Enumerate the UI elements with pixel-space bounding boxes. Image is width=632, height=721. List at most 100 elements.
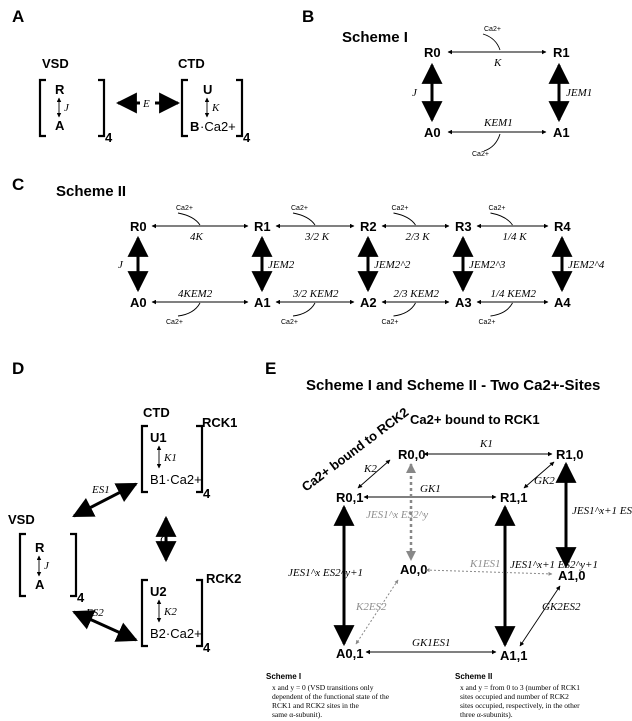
k1es1-arrow — [425, 568, 553, 576]
rck1-label: RCK1 — [202, 415, 237, 430]
ca-release-curve-3 — [490, 302, 513, 317]
state-b1: B1·Ca2+ — [150, 472, 202, 487]
note-scheme-1-heading: Scheme I — [266, 672, 301, 681]
ca-top-3: Ca2+ — [489, 205, 506, 212]
scheme-2-diagram: R0A0JR1A1JEM2R2A2JEM2^2R3A3JEM2^3R4A4JEM… — [118, 205, 605, 326]
state-r1: R1 — [254, 219, 271, 234]
state-r10: R1,0 — [556, 447, 583, 462]
state-r: R — [35, 540, 45, 555]
panel-b-letter: B — [302, 7, 314, 26]
ca-bind-curve-2 — [393, 212, 416, 226]
state-r2: R2 — [360, 219, 377, 234]
k2-arrow — [357, 459, 391, 489]
k-label: K — [493, 57, 502, 69]
j-label: J — [412, 87, 418, 99]
j-label: J — [44, 560, 50, 572]
rck2-bracket — [140, 578, 204, 648]
gk2-arrow — [523, 461, 555, 489]
k1-label: K1 — [479, 438, 493, 450]
state-a00: A0,0 — [400, 562, 427, 577]
j-right-label: JES1^x+1 ES2^y — [572, 505, 632, 517]
vertical-label-2: JEM2^2 — [374, 259, 411, 271]
vertical-label-4: JEM2^4 — [568, 259, 605, 271]
panel-c: C Scheme II R0A0JR1A1JEM2R2A2JEM2^2R3A3J… — [12, 175, 605, 326]
note-scheme-1-line: RCK1 and RCK2 sites in the — [272, 701, 360, 710]
ca-bottom-0: Ca2+ — [166, 319, 183, 326]
gk2-label: GK2 — [534, 475, 555, 487]
vsd-bracket — [38, 78, 106, 138]
state-r0: R0 — [130, 219, 147, 234]
panel-e-letter: E — [265, 359, 276, 378]
state-a: A — [35, 577, 45, 592]
state-r0: R0 — [424, 45, 441, 60]
ca-release-curve-0 — [177, 302, 201, 317]
ca-release-curve — [483, 133, 501, 152]
panel-e-title: Scheme I and Scheme II - Two Ca2+-Sites — [306, 377, 600, 394]
k-label: K — [211, 102, 220, 114]
rck2-sub4: 4 — [203, 640, 211, 655]
j-front-label: JES1^x+1 ES2^y+1 — [510, 559, 598, 571]
gk1es1-label: GK1ES1 — [412, 637, 451, 649]
state-b: B — [190, 119, 199, 134]
ca-label-bottom: Ca2+ — [472, 151, 489, 158]
k2es2-arrow — [355, 579, 399, 645]
ca-bottom-1: Ca2+ — [281, 319, 298, 326]
ca-bottom-2: Ca2+ — [382, 319, 399, 326]
vsd-label: VSD — [42, 56, 69, 71]
state-a10: A1,0 — [558, 568, 585, 583]
scheme-2-title: Scheme II — [56, 183, 126, 200]
vertical-label-1: JEM2 — [268, 259, 295, 271]
note-scheme-1-line: dependent of the functional state of the — [272, 692, 390, 701]
g-label: G — [160, 534, 168, 546]
e-label: E — [142, 98, 150, 110]
bottom-label-1: 3/2 KEM2 — [292, 288, 339, 300]
ctd-sub4: 4 — [243, 130, 251, 145]
j-back-label: JES1^x ES2^y — [366, 509, 428, 521]
state-r01: R0,1 — [336, 490, 363, 505]
top-label-2: 2/3 K — [406, 231, 431, 243]
state-r1: R1 — [553, 45, 570, 60]
state-a0: A0 — [424, 125, 441, 140]
gk2es2-arrow — [519, 585, 561, 647]
state-u2: U2 — [150, 584, 167, 599]
scheme-1-title: Scheme I — [342, 29, 408, 46]
vsd-sub4: 4 — [105, 130, 113, 145]
vsd-label: VSD — [8, 512, 35, 527]
bottom-label-3: 1/4 KEM2 — [491, 288, 537, 300]
ca-top-0: Ca2+ — [176, 205, 193, 212]
ca-label: Ca2+ — [484, 26, 501, 33]
es2-arrow — [72, 610, 138, 642]
k2-label: K2 — [363, 463, 377, 475]
state-r11: R1,1 — [500, 490, 527, 505]
note-scheme-2-line: x and y = from 0 to 3 (number of RCK1 — [460, 683, 580, 692]
state-b2: B2·Ca2+ — [150, 626, 202, 641]
note-scheme-2-line: sites occupied, respectively, in the oth… — [460, 701, 580, 710]
state-u1: U1 — [150, 430, 167, 445]
rck1-sub4: 4 — [203, 486, 211, 501]
state-a2: A2 — [360, 295, 377, 310]
bottom-label-2: 2/3 KEM2 — [394, 288, 440, 300]
ctd-bracket — [180, 78, 244, 138]
state-r00: R0,0 — [398, 447, 425, 462]
bottom-label-0: 4KEM2 — [178, 288, 213, 300]
state-a1: A1 — [254, 295, 271, 310]
panel-c-letter: C — [12, 175, 24, 194]
ca-rck2-label: Ca2+ bound to RCK2 — [299, 404, 412, 494]
gk2es2-label: GK2ES2 — [542, 601, 581, 613]
note-scheme-1-line: x and y = 0 (VSD transitions only — [272, 683, 374, 692]
state-a4: A4 — [554, 295, 571, 310]
ca-top-2: Ca2+ — [392, 205, 409, 212]
es1-arrow — [72, 482, 138, 518]
state-a11: A1,1 — [500, 648, 527, 663]
es2-label: ES2 — [85, 607, 104, 619]
ctd-label: CTD — [178, 56, 205, 71]
j-label: J — [64, 102, 70, 114]
ca-binding-curve — [482, 33, 501, 51]
state-a3: A3 — [455, 295, 472, 310]
gk1-label: GK1 — [420, 483, 441, 495]
vsd-bracket — [18, 532, 78, 598]
ctd-label: CTD — [143, 405, 170, 420]
vertical-label-3: JEM2^3 — [469, 259, 506, 271]
panel-a: A VSD CTD 4 R J A E 4 U K B ·Ca2+ — [12, 7, 251, 145]
